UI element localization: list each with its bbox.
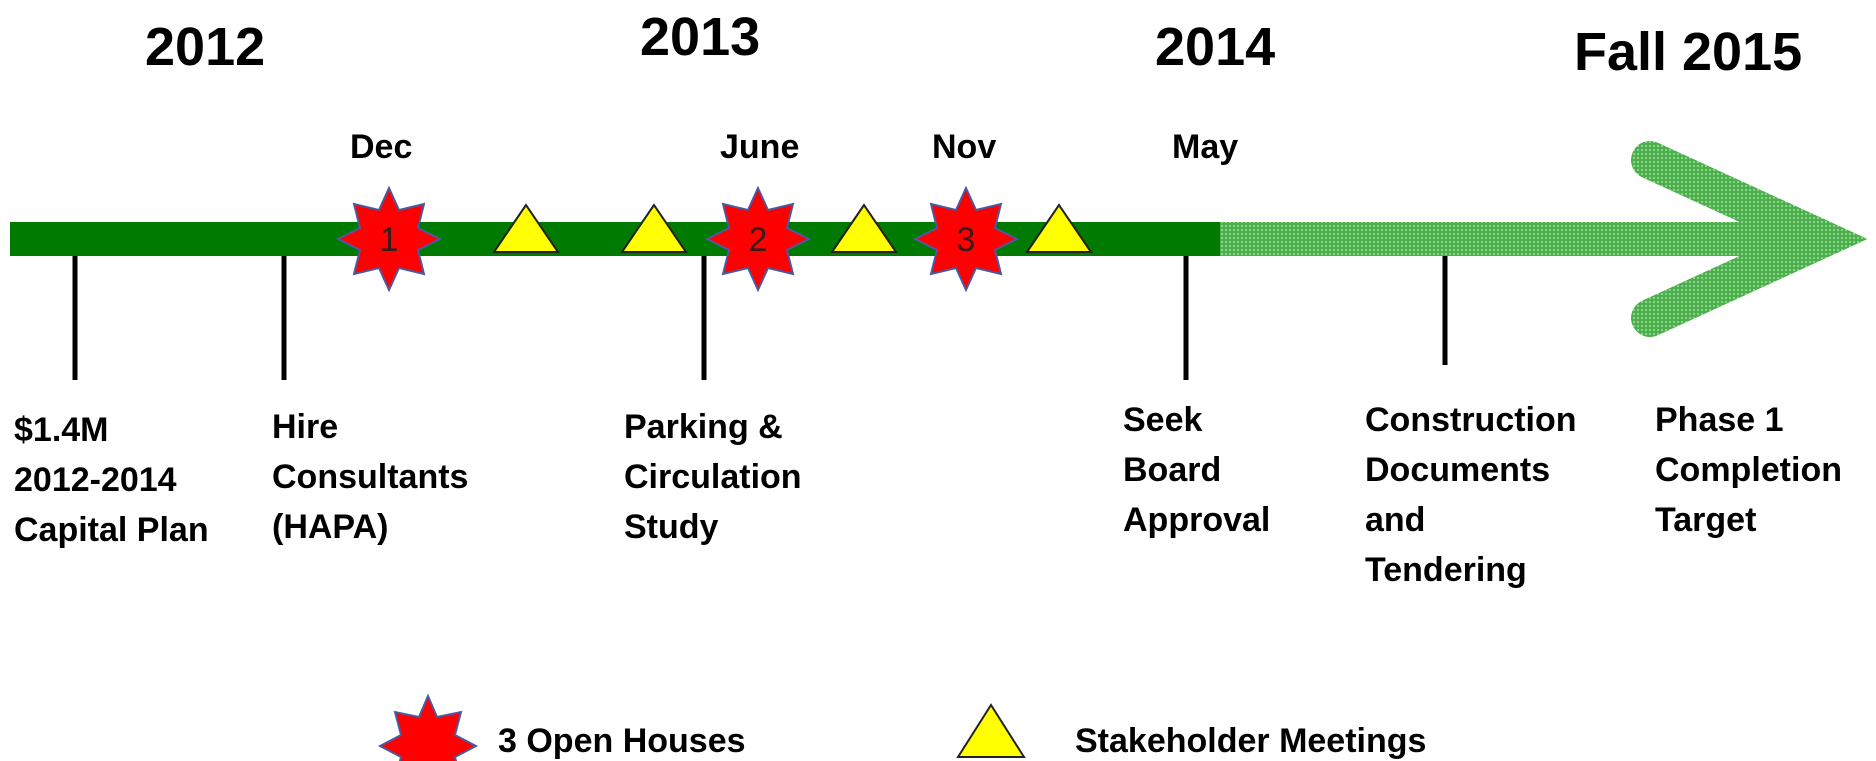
legend-open-houses: 3 Open Houses [498,722,746,760]
triangle-icon [1025,203,1093,253]
open-house-number: 2 [749,221,768,259]
month-dec: Dec [350,128,413,166]
legend-stakeholder-meetings: Stakeholder Meetings [1075,722,1427,760]
legend-star-icon [377,693,479,761]
milestone-parking-study: Parking & Circulation Study [624,408,802,546]
month-june: June [720,128,800,166]
milestone-ticks [72,256,1448,380]
milestone-phase1-completion: Phase 1 Completion Target [1655,401,1842,539]
year-fall-2015: Fall 2015 [1574,22,1803,82]
star-icon [335,185,443,293]
open-house-number: 3 [957,221,976,259]
legend-triangle-icon [956,703,1026,758]
stakeholder-meetings [492,203,1093,253]
month-may: May [1172,128,1239,166]
triangle-icon [830,203,898,253]
milestone-board-approval: Seek Board Approval [1123,401,1271,539]
milestone-capital-plan: $1.4M 2012-2014 Capital Plan [14,411,209,549]
star-icon [912,185,1020,293]
open-house-number: 1 [380,221,399,259]
open-houses: 1 2 3 [335,185,1020,293]
year-2014: 2014 [1155,17,1276,77]
triangle-icon [620,203,688,253]
year-2012: 2012 [145,17,266,77]
timeline-bar-future [1220,222,1825,256]
triangle-icon [492,203,560,253]
star-icon [704,185,812,293]
timeline-arrowhead-icon [1631,141,1868,337]
month-nov: Nov [932,128,997,166]
milestone-construction-docs: Construction Documents and Tendering [1365,401,1577,589]
year-2013: 2013 [640,7,761,67]
milestone-hire-consultants: Hire Consultants (HAPA) [272,408,469,546]
